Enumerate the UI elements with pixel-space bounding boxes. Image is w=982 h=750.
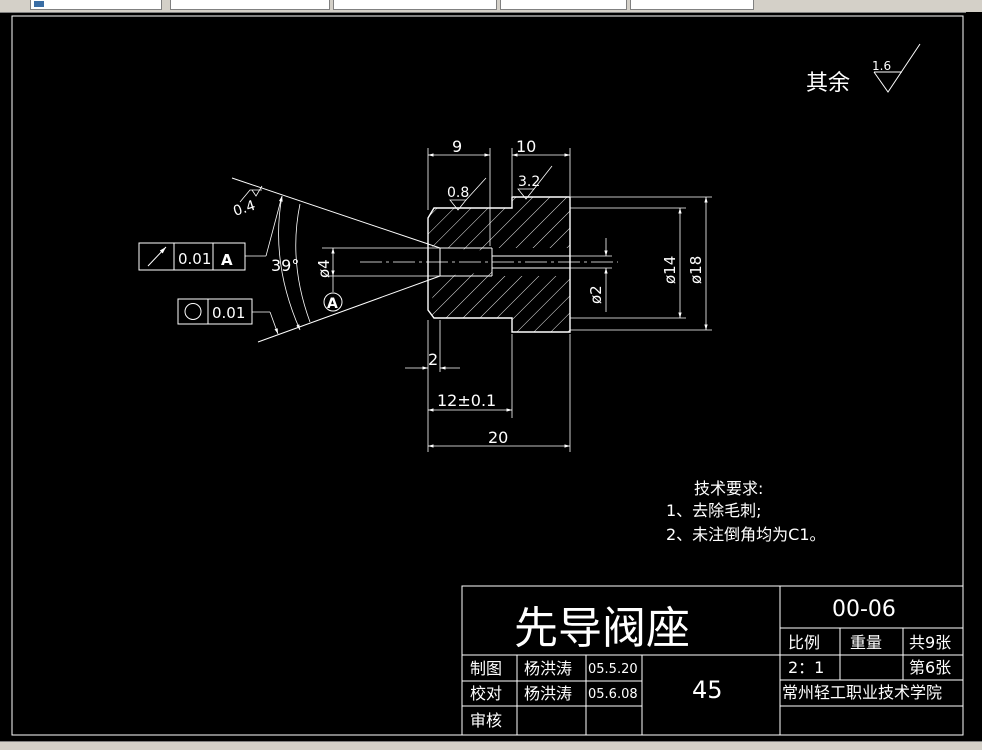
datum-label: A [327, 296, 338, 312]
roughness-marks: 0.4 0.8 3.2 [231, 165, 553, 220]
cone-line-upper [231, 177, 441, 249]
dim-chamfer: 2 [428, 350, 438, 369]
scale-value: 2：1 [788, 658, 824, 677]
role-review: 审核 [470, 711, 502, 730]
roughness-cone: 0.4 [231, 198, 257, 220]
school-name: 常州轻工职业技术学院 [782, 683, 942, 702]
weight-label: 重量 [850, 633, 882, 652]
roughness-symbol-icon [251, 185, 263, 197]
dim-10: 10 [516, 137, 536, 156]
roundness-circle-icon [184, 303, 202, 320]
dimensions: 9 10 2 12±0.1 20 ø4 ø2 ø14 [271, 137, 712, 452]
window-tab[interactable] [500, 0, 627, 10]
roughness-symbol-icon [449, 199, 467, 211]
material: 45 [692, 676, 723, 704]
right-margin [966, 12, 982, 741]
tech-req-item: 2、未注倒角均为C1。 [666, 525, 826, 544]
sheet-number: 第6张 [909, 658, 951, 677]
window-tab[interactable] [333, 0, 497, 10]
roughness-face-right: 3.2 [518, 174, 540, 190]
dim-12: 12±0.1 [437, 391, 496, 410]
window-tab[interactable] [170, 0, 330, 10]
dim-9: 9 [452, 137, 462, 156]
dim-20: 20 [488, 428, 508, 447]
part-section [231, 177, 618, 343]
roughness-note-value: 1.6 [872, 59, 891, 73]
dim-hole: ø2 [587, 285, 605, 304]
roughness-face-left: 0.8 [447, 185, 469, 201]
draw-date: 05.5.20 [588, 662, 638, 677]
runout-datum: A [221, 251, 233, 269]
dim-angle: 39° [271, 256, 299, 275]
tech-req-title: 技术要求: [694, 479, 763, 498]
drafter-name: 杨洪涛 [524, 659, 572, 678]
general-roughness-note: 其余 1.6 [806, 43, 921, 96]
check-date: 05.6.08 [588, 687, 638, 702]
part-outline [427, 196, 571, 333]
roughness-note-label: 其余 [806, 71, 850, 96]
window-tab-strip [0, 0, 982, 13]
drawing-icon [34, 1, 44, 7]
checker-name: 杨洪涛 [524, 684, 572, 703]
roundness-value: 0.01 [212, 304, 245, 322]
total-sheets: 共9张 [909, 633, 951, 652]
roughness-symbol-icon [517, 188, 535, 200]
role-check: 校对 [470, 684, 502, 703]
runout-frame: 0.01 A [138, 195, 283, 271]
window-tab[interactable] [30, 0, 162, 10]
cone-line-lower [257, 275, 441, 343]
status-bar [0, 741, 982, 750]
drawing-number: 00-06 [832, 597, 896, 622]
dim-bore: ø4 [315, 259, 333, 278]
datum-a-marker: A [323, 276, 343, 312]
technical-requirements: 技术要求: 1、去除毛刺; 2、未注倒角均为C1。 [666, 479, 826, 544]
title-block: 先导阀座 00-06 比例 重量 共9张 2：1 第6张 45 常州轻工职业技术… [461, 585, 964, 736]
tech-req-item: 1、去除毛刺; [666, 501, 762, 520]
datum-circle-icon [323, 292, 343, 312]
part-name: 先导阀座 [514, 603, 690, 654]
drawing-border [11, 15, 964, 736]
scale-label: 比例 [788, 633, 820, 652]
role-draw: 制图 [470, 659, 502, 678]
dim-outer: ø18 [687, 256, 705, 284]
window-tab[interactable] [630, 0, 754, 10]
runout-arrow-icon [147, 246, 167, 267]
roughness-symbol-icon [873, 43, 921, 93]
dim-inner: ø14 [661, 256, 679, 284]
roundness-frame: 0.01 [177, 298, 279, 335]
runout-value: 0.01 [178, 250, 211, 268]
